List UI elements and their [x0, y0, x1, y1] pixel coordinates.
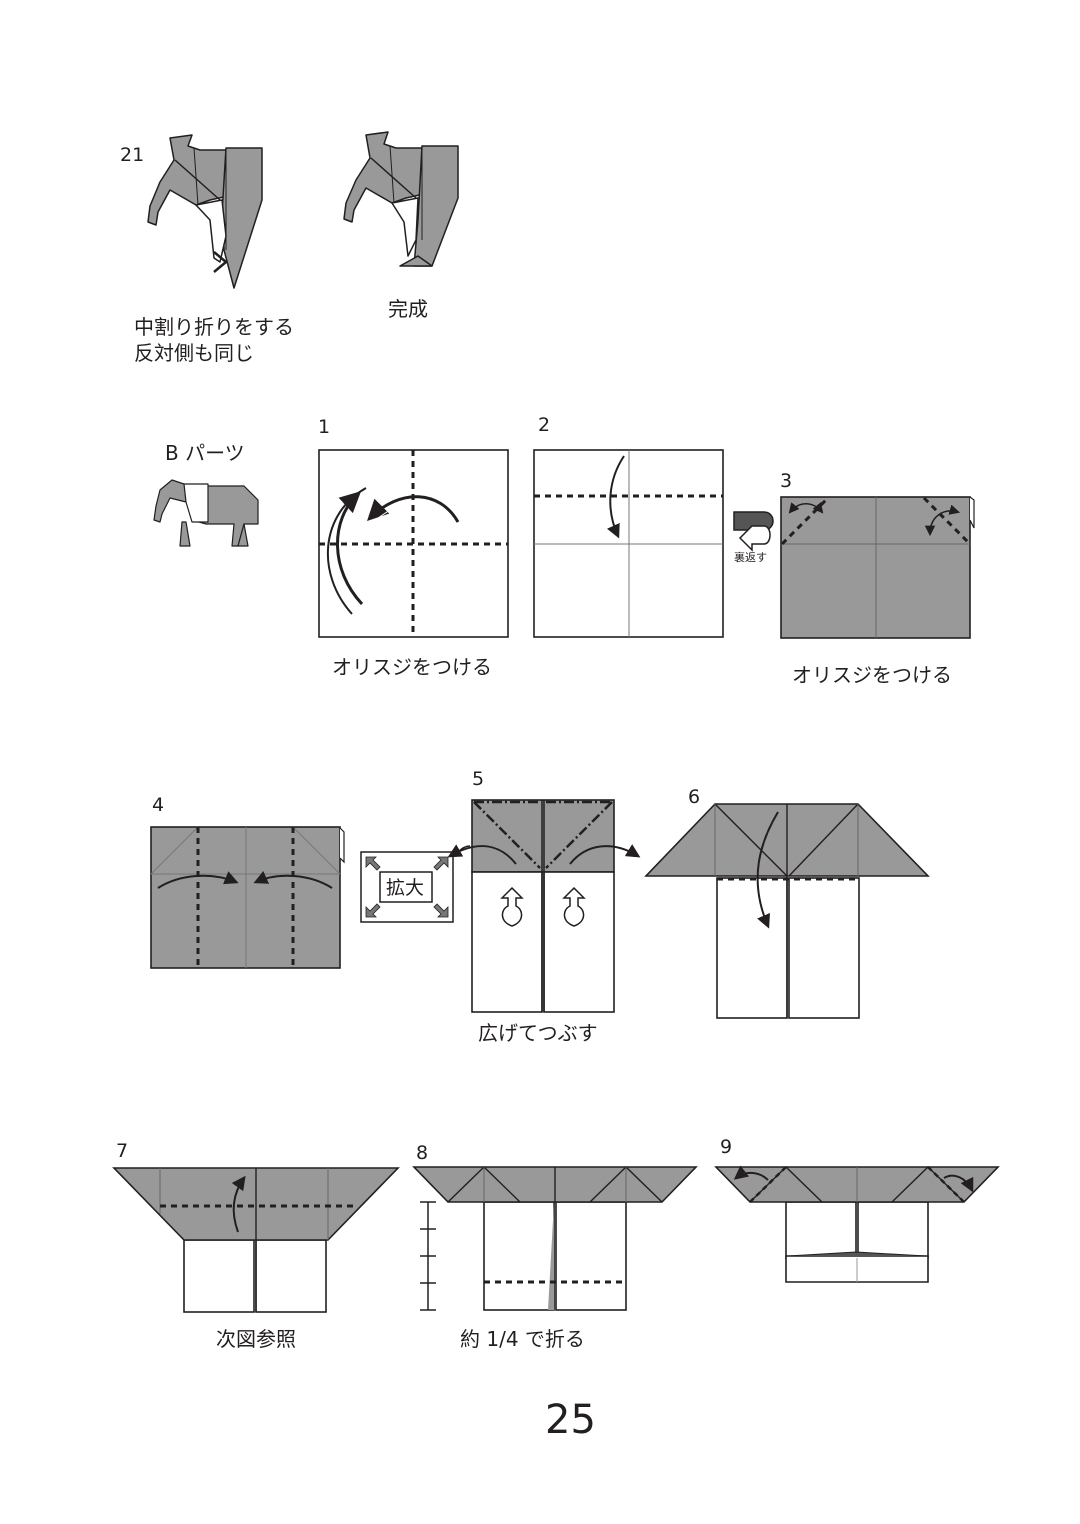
- b-part-title: B パーツ: [165, 441, 245, 465]
- step8-number: 8: [416, 1142, 429, 1164]
- step3-caption: オリスジをつける: [792, 663, 952, 687]
- step5-number: 5: [472, 768, 485, 790]
- step3-number: 3: [780, 470, 793, 492]
- turn-over-icon: [733, 511, 774, 552]
- step4-diagram: [150, 826, 345, 969]
- step5-diagram: [447, 799, 641, 1013]
- step1-diagram: [318, 449, 509, 638]
- step6-diagram: [644, 803, 930, 1019]
- finished-caption: 完成: [388, 297, 428, 321]
- step7-caption: 次図参照: [216, 1327, 296, 1351]
- step2-number: 2: [538, 414, 551, 436]
- step9-diagram: [714, 1165, 1000, 1283]
- step21-caption-line1: 中割り折りをする: [134, 315, 294, 339]
- step4-number: 4: [152, 794, 165, 816]
- b-part-figure: [153, 479, 259, 547]
- step6-number: 6: [688, 786, 701, 808]
- step9-number: 9: [720, 1136, 733, 1158]
- step1-caption: オリスジをつける: [332, 655, 492, 679]
- page-number: 25: [545, 1397, 596, 1443]
- enlarge-icon: [360, 845, 471, 923]
- step8-caption: 約 1/4 で折る: [460, 1327, 585, 1351]
- step7-number: 7: [116, 1140, 129, 1162]
- step5-caption: 広げてつぶす: [478, 1021, 598, 1045]
- step21-number: 21: [120, 144, 145, 166]
- step7-diagram: [112, 1167, 400, 1313]
- step1-number: 1: [318, 416, 331, 438]
- finished-figure: [343, 131, 459, 267]
- step8-diagram: [412, 1166, 698, 1311]
- flip-label: 裏返す: [734, 551, 767, 564]
- step2-diagram: [533, 449, 724, 638]
- step21-figure: [147, 134, 263, 289]
- step3-diagram: [780, 496, 975, 639]
- zoom-label: 拡大: [386, 877, 425, 899]
- step21-caption-line2: 反対側も同じ: [134, 341, 254, 365]
